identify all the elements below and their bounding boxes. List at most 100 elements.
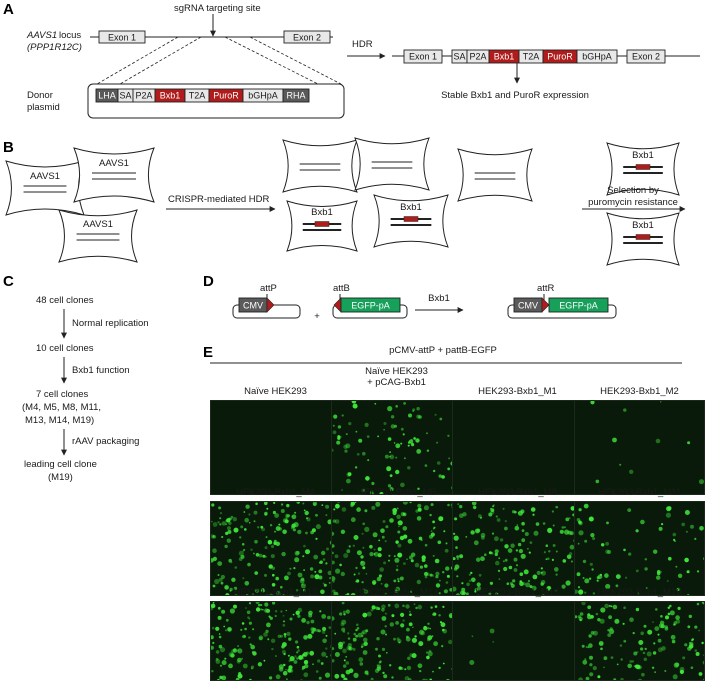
bxb1-insert	[635, 164, 651, 170]
step-leading-clone: leading cell clone	[24, 459, 97, 470]
gfp-cell	[215, 657, 219, 661]
gfp-cell	[532, 513, 535, 516]
gfp-cell	[282, 615, 285, 617]
gfp-cell	[318, 676, 322, 680]
gfp-cell	[275, 655, 277, 657]
gfp-cell	[288, 637, 292, 641]
gfp-cell	[217, 606, 221, 610]
gfp-cell	[635, 607, 640, 612]
gfp-cell	[628, 552, 632, 556]
gfp-cell	[635, 529, 639, 533]
gfp-cell	[394, 589, 399, 593]
gfp-cell	[346, 478, 351, 484]
gfp-cell	[561, 584, 566, 589]
gfp-cell	[242, 663, 248, 669]
gfp-cell	[673, 621, 678, 625]
micrograph-cells	[469, 628, 495, 665]
gfp-cell	[332, 659, 335, 663]
gfp-cell	[589, 663, 593, 667]
gfp-cell	[355, 579, 360, 583]
gfp-cell	[364, 509, 368, 513]
gfp-cell	[382, 520, 386, 523]
gfp-cell	[417, 503, 422, 508]
gfp-cell	[264, 513, 267, 516]
gfp-cell	[698, 672, 703, 676]
gfp-cell	[350, 517, 356, 523]
gfp-cell	[397, 525, 400, 528]
gfp-cell	[408, 439, 414, 444]
gfp-cell	[369, 552, 374, 557]
gfp-cell	[507, 548, 513, 553]
gfp-cell	[456, 555, 459, 559]
gfp-cell	[223, 625, 226, 628]
gfp-cell	[397, 580, 400, 583]
gfp-cell	[590, 533, 595, 538]
gfp-cell	[237, 645, 240, 648]
micrograph-title-row1-1: Naïve HEK293+ pCAG-Bxb1	[331, 366, 462, 388]
gfp-cell	[427, 627, 430, 630]
gfp-cell	[490, 507, 492, 510]
gfp-cell	[532, 574, 538, 580]
gfp-cell	[289, 567, 292, 570]
gfp-cell	[402, 526, 408, 531]
gfp-cell	[668, 556, 672, 561]
gfp-cell	[488, 551, 492, 555]
gfp-cell	[612, 437, 617, 443]
gfp-cell	[287, 654, 290, 657]
gfp-cell	[590, 631, 595, 635]
gfp-cell	[212, 522, 218, 527]
gfp-cell	[694, 649, 698, 652]
gfp-cell	[272, 510, 276, 515]
gfp-cell	[419, 629, 424, 635]
step-48-clones: 48 cell clones	[36, 295, 94, 306]
attb-site-marker	[333, 297, 342, 313]
gfp-cell	[343, 664, 347, 668]
gfp-cell	[343, 613, 346, 616]
gfp-cell	[687, 625, 691, 629]
gfp-cell	[370, 490, 374, 494]
gfp-cell	[399, 535, 405, 541]
gfp-cell	[248, 602, 252, 605]
gfp-cell	[303, 635, 308, 640]
gfp-cell	[324, 672, 331, 678]
gfp-cell	[619, 644, 623, 647]
gfp-cell	[702, 660, 704, 665]
gfp-cell	[340, 571, 345, 577]
gfp-cell	[282, 529, 287, 535]
gfp-cell	[581, 644, 585, 648]
gfp-cell	[332, 560, 335, 565]
gfp-cell	[416, 516, 422, 521]
gfp-cell	[381, 647, 386, 651]
gfp-cell	[476, 586, 482, 591]
gfp-cell	[671, 639, 676, 644]
donor-plasmid-outline	[87, 83, 345, 119]
gfp-cell	[373, 551, 379, 557]
gfp-cell	[384, 592, 387, 595]
gfp-cell	[255, 602, 260, 604]
gfp-cell	[224, 657, 227, 660]
gfp-cell	[521, 529, 525, 532]
gfp-cell	[406, 627, 410, 632]
gfp-cell	[546, 586, 552, 591]
gfp-cell	[387, 603, 391, 607]
gfp-cell	[345, 609, 350, 614]
gfp-cell	[299, 594, 301, 595]
gfp-cell	[610, 656, 614, 659]
gfp-cell	[429, 573, 433, 577]
result-cassette-part-bghpa	[576, 49, 618, 64]
attr-site-marker	[541, 297, 550, 313]
micrograph-row1-1	[331, 400, 462, 495]
gfp-cell	[386, 466, 392, 472]
gfp-cell	[325, 655, 328, 658]
gfp-cell	[340, 529, 346, 534]
gfp-cell	[301, 618, 306, 623]
gfp-cell	[703, 654, 704, 657]
gfp-cell	[332, 544, 335, 548]
gfp-cell	[404, 676, 410, 680]
gfp-cell	[640, 631, 644, 636]
gfp-cell	[465, 592, 469, 595]
gfp-cell	[264, 546, 268, 550]
gfp-cell	[302, 652, 308, 657]
gfp-cell	[211, 626, 215, 630]
